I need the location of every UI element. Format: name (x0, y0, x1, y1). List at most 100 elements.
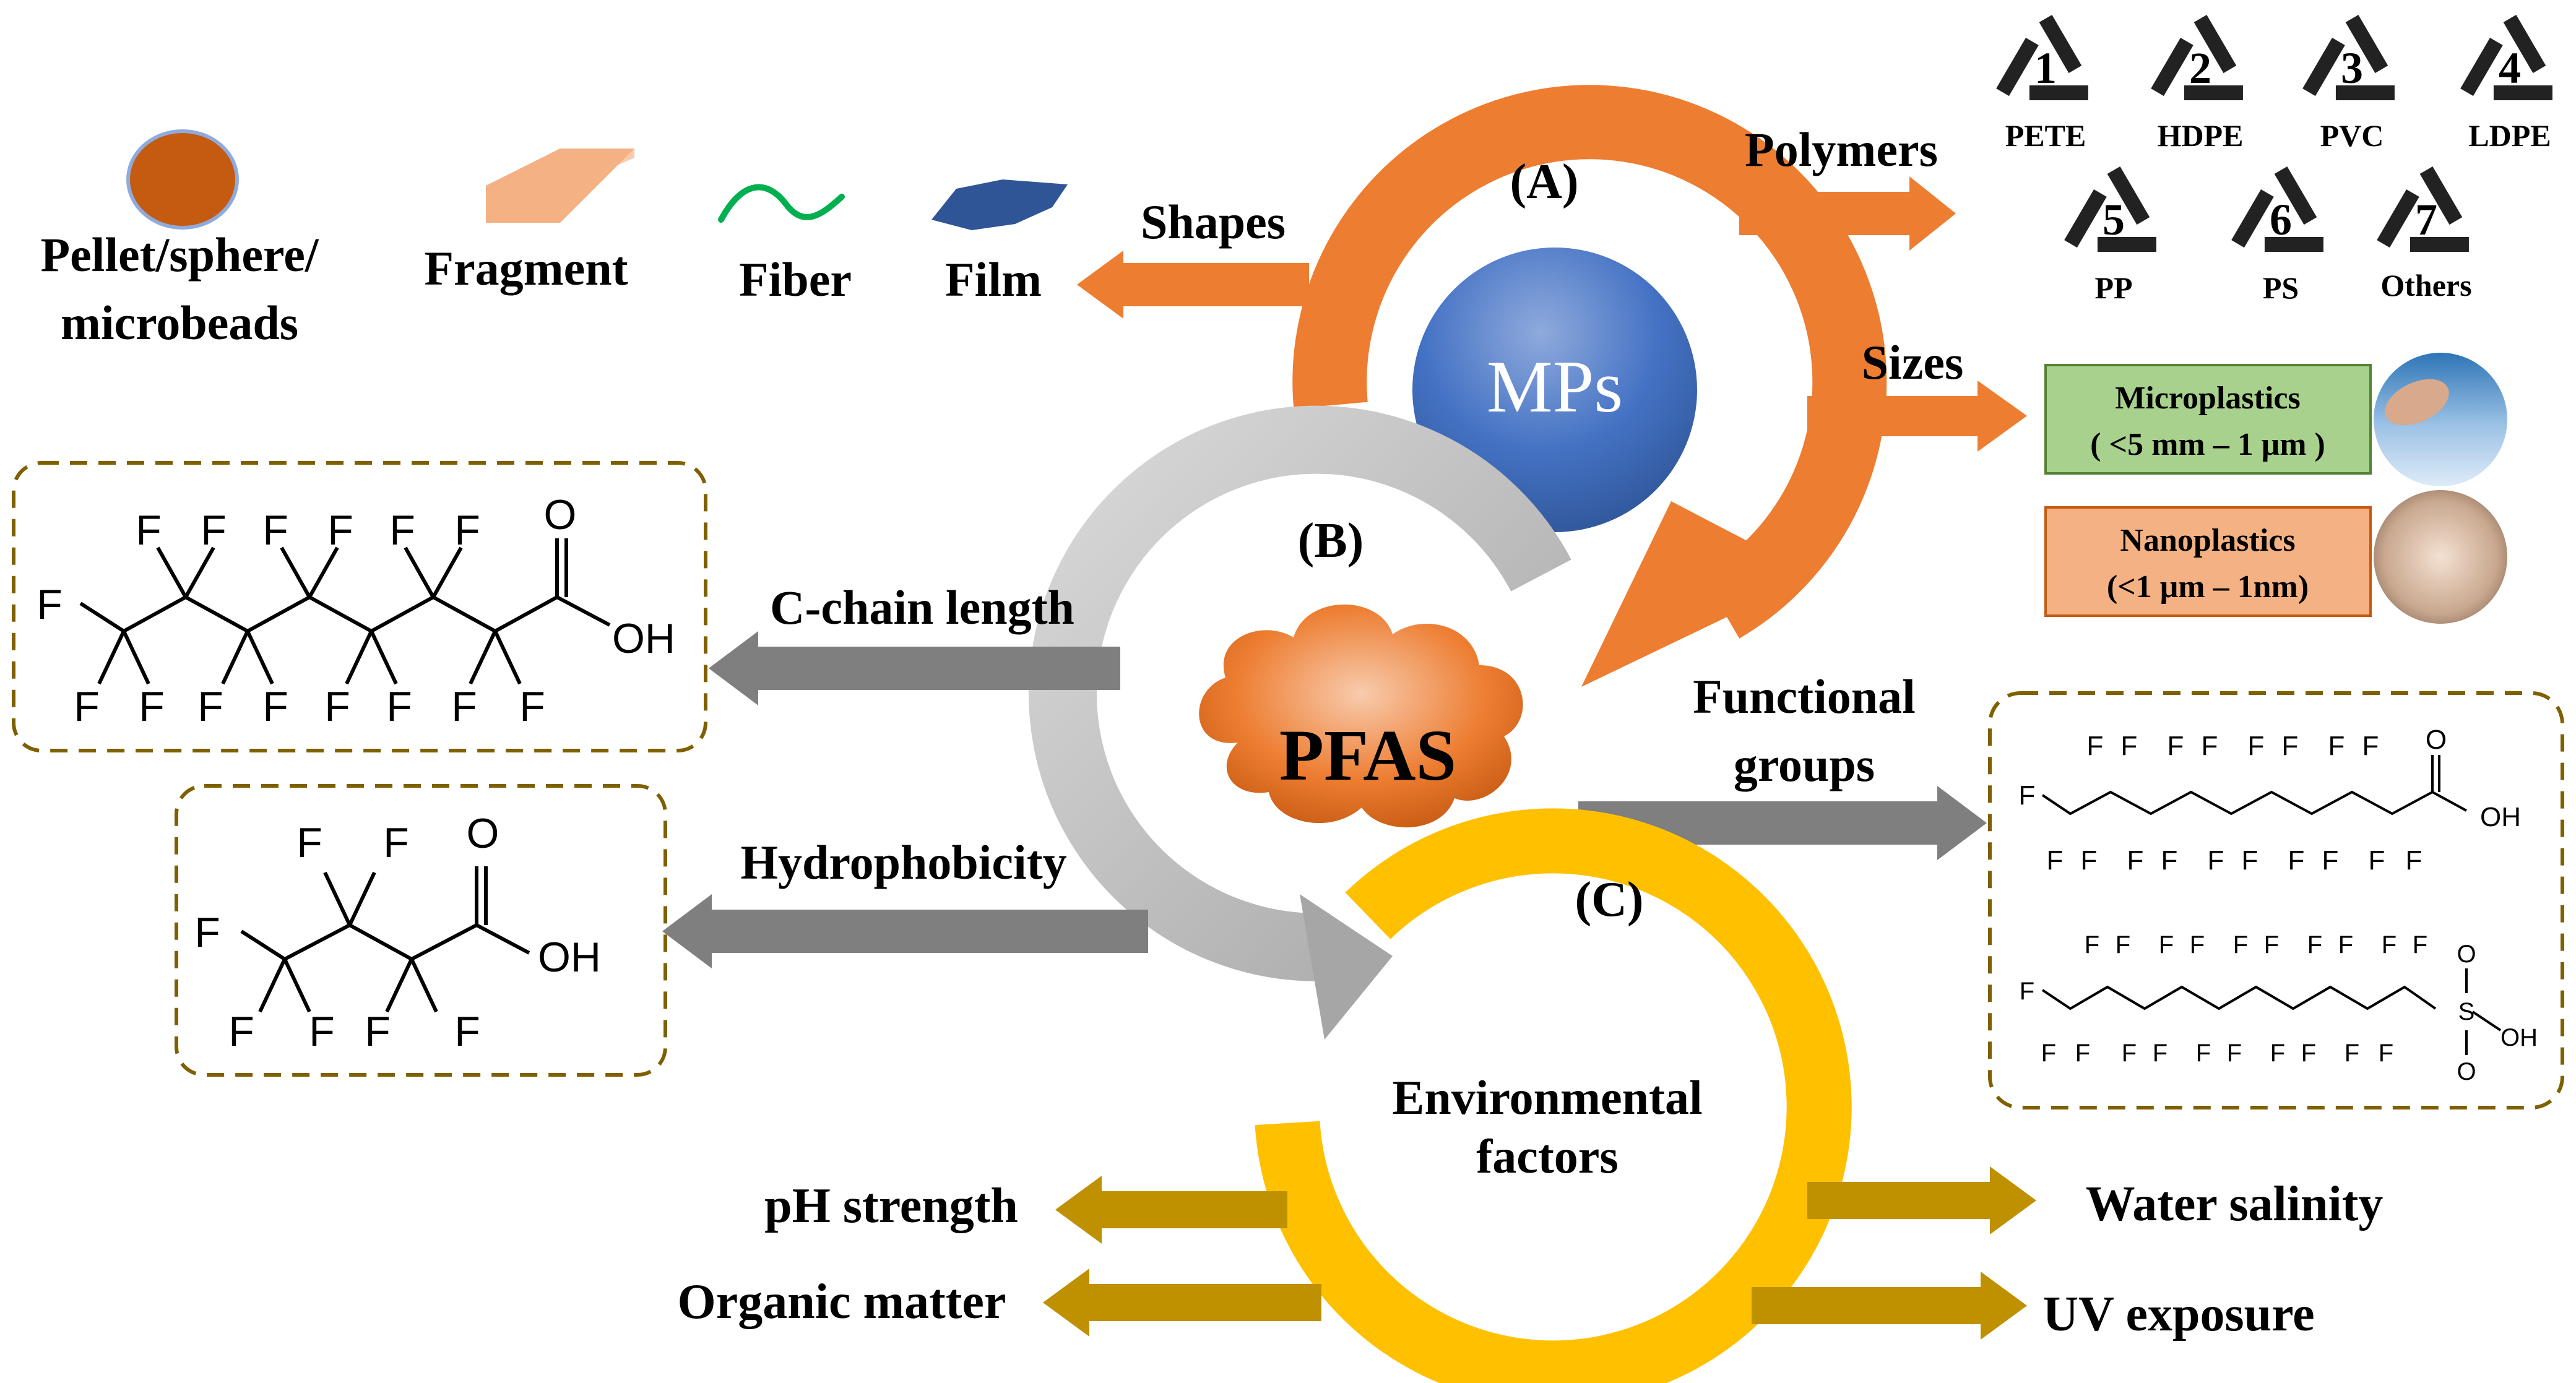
polymer-name: LDPE (2468, 118, 2551, 153)
svg-text:4: 4 (2499, 43, 2521, 93)
pellet-label-2: microbeads (61, 296, 298, 350)
polymers-arrow-label: Polymers (1745, 123, 1938, 176)
short-chain-molecule (240, 866, 530, 1013)
svg-text:F: F (2047, 845, 2064, 876)
svg-text:F: F (2153, 1040, 2168, 1067)
svg-text:F: F (2161, 845, 2178, 876)
microplastics-name: Microplastics (2115, 381, 2300, 416)
recycle-icon: 3 (2296, 4, 2408, 100)
svg-text:F: F (37, 581, 63, 628)
svg-text:F: F (228, 1008, 254, 1055)
svg-text:F: F (2121, 731, 2138, 761)
svg-text:F: F (2345, 1040, 2359, 1067)
svg-text:F: F (262, 507, 288, 554)
svg-text:F: F (2288, 845, 2305, 876)
shapes-arrow-label: Shapes (1141, 195, 1286, 249)
svg-text:OH: OH (538, 934, 601, 981)
pfas-section-label: (B) (1298, 514, 1364, 568)
svg-text:F: F (2168, 731, 2184, 761)
recycle-icon: 6 (2224, 155, 2337, 252)
svg-text:F: F (2301, 1040, 2316, 1067)
pfas-label: PFAS (1279, 715, 1456, 796)
svg-text:F: F (2338, 931, 2353, 959)
svg-text:5: 5 (2103, 195, 2125, 244)
svg-text:F: F (2282, 731, 2299, 761)
ph-arrow (1055, 1176, 1287, 1244)
svg-text:F: F (2362, 731, 2379, 761)
environment-title-2: factors (1476, 1129, 1619, 1183)
svg-text:F: F (136, 507, 162, 554)
functional-groups-box (1988, 691, 2564, 1109)
svg-text:F: F (2019, 780, 2036, 811)
shapes-group: Pellet/sphere/ microbeads Fragment Fiber… (40, 129, 1068, 350)
svg-text:F: F (262, 683, 288, 730)
svg-text:F: F (2369, 845, 2385, 876)
functional-groups-label: Functional (1693, 670, 1916, 723)
fingertip-icon (2385, 379, 2449, 426)
environment-section-label: (C) (1575, 872, 1643, 927)
svg-text:F: F (2159, 931, 2174, 959)
svg-text:O: O (2457, 941, 2476, 968)
pfas-ring (1029, 405, 1571, 981)
fiber-label: Fiber (739, 252, 852, 306)
mps-ring (1292, 85, 1887, 639)
polymer-name: PVC (2320, 118, 2384, 153)
fiber-icon (718, 184, 845, 223)
svg-text:F: F (2202, 731, 2218, 761)
svg-text:F: F (2264, 931, 2279, 959)
shapes-arrow (1077, 251, 1309, 319)
pfas-cloud (1199, 604, 1523, 828)
svg-text:F: F (2116, 931, 2130, 959)
svg-text:F: F (197, 683, 223, 730)
svg-text:F: F (2196, 1040, 2211, 1067)
svg-text:F: F (2242, 845, 2258, 876)
svg-text:F: F (2322, 845, 2339, 876)
svg-text:F: F (389, 507, 415, 554)
svg-text:S: S (2458, 998, 2475, 1025)
environment-ring (1255, 808, 1852, 1383)
polymer-codes: 1 PETE 2 HDPE 3 PVC 4 LDPE 5 PP 6 (1989, 4, 2566, 305)
nanoplastics-name: Nanoplastics (2120, 523, 2295, 558)
long-chain-box (12, 461, 707, 752)
nanoplastics-photo (2374, 490, 2507, 624)
svg-text:F: F (2270, 1040, 2285, 1067)
svg-text:F: F (519, 683, 545, 730)
hydrophobicity-label: Hydrophobicity (740, 835, 1066, 889)
salinity-arrow (1807, 1166, 2036, 1234)
svg-text:F: F (296, 819, 322, 866)
fragment-shape (486, 149, 634, 223)
svg-text:F: F (327, 507, 353, 554)
film-label: Film (945, 252, 1042, 306)
microplastics-range: ( <5 mm – 1 μm ) (2090, 427, 2325, 462)
polymer-name: PS (2263, 270, 2299, 305)
svg-text:OH: OH (612, 615, 675, 662)
carboxylic-atoms: F F F F F F F F F F F F F F F F F F F O … (2019, 725, 2521, 876)
mps-section-label: (A) (1510, 155, 1578, 209)
svg-text:F: F (2233, 931, 2248, 959)
svg-text:F: F (74, 683, 100, 730)
svg-text:F: F (2075, 1040, 2090, 1067)
svg-text:F: F (454, 1008, 480, 1055)
svg-text:F: F (2227, 1040, 2242, 1067)
svg-text:7: 7 (2415, 195, 2437, 244)
nanoplastics-range: (<1 μm – 1nm) (2107, 569, 2309, 605)
pellet-icon (126, 129, 239, 230)
recycle-icon: 2 (2144, 4, 2257, 100)
svg-text:F: F (2127, 845, 2144, 876)
svg-text:F: F (2081, 845, 2098, 876)
svg-text:F: F (2020, 978, 2034, 1005)
organic-arrow (1043, 1269, 1321, 1337)
svg-text:O: O (544, 491, 577, 538)
short-chain-atoms: F F F F F F F O OH (194, 810, 601, 1055)
svg-text:F: F (2413, 931, 2427, 959)
polymer-name: HDPE (2158, 118, 2244, 153)
svg-text:F: F (2190, 931, 2205, 959)
environment-title: Environmental (1392, 1071, 1702, 1124)
short-chain-box (175, 784, 667, 1077)
svg-text:F: F (194, 909, 220, 956)
svg-text:F: F (365, 1008, 391, 1055)
sizes-arrow (1807, 381, 2027, 452)
polymer-name: Others (2380, 268, 2471, 303)
svg-text:F: F (2041, 1040, 2056, 1067)
nanoplastics-box (2044, 506, 2372, 617)
